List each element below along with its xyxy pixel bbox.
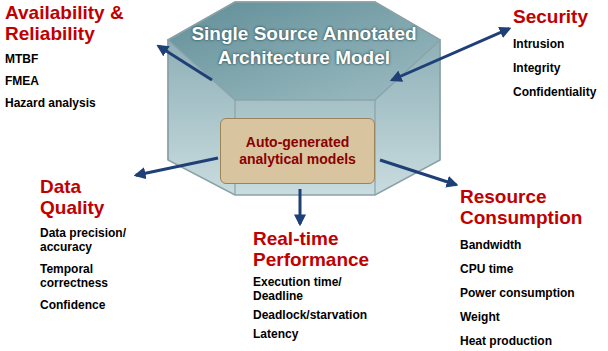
category-item: Intrusion [513, 37, 605, 51]
category-heading: Real-time Performance [253, 228, 388, 270]
category-item: Hazard analysis [5, 96, 155, 110]
category-item: Confidence [40, 298, 132, 312]
category-item: MTBF [5, 52, 155, 66]
category-heading: Availability & Reliability [5, 2, 155, 44]
category-item: Data precision/ accuracy [40, 226, 132, 254]
category-item: Latency [253, 327, 388, 341]
quality-category: Data QualityData precision/ accuracyTemp… [40, 176, 132, 312]
category-item: Confidentiality [513, 85, 605, 99]
analysis-arrow [136, 158, 218, 175]
category-heading: Security [513, 6, 605, 27]
category-heading: Resource Consumption [460, 186, 600, 228]
category-item: Power consumption [460, 286, 600, 300]
quality-category: Availability & ReliabilityMTBF FMEA Hazard… [5, 2, 155, 110]
category-heading: Data Quality [40, 176, 132, 218]
category-item: CPU time [460, 262, 600, 276]
model-title: Single Source Annotated Architecture Mod… [190, 22, 418, 70]
category-item: Integrity [513, 61, 605, 75]
quality-category: Resource ConsumptionBandwidthCPU timePow… [460, 186, 600, 348]
box-label: Auto-generated analytical models [221, 130, 374, 172]
analytical-models-box: Auto-generated analytical models [220, 118, 375, 184]
analysis-arrow [380, 160, 456, 185]
quality-category: SecurityIntrusionIntegrityConfidentialit… [513, 6, 605, 99]
category-item: Heat production [460, 334, 600, 348]
architecture-model-prism: Single Source Annotated Architecture Mod… [168, 2, 440, 195]
analysis-arrow [299, 189, 302, 224]
analysis-arrow [158, 46, 212, 80]
category-item: Execution time/ Deadline [253, 275, 388, 303]
category-item: Temporal correctness [40, 262, 132, 290]
category-item: Deadlock/starvation [253, 308, 388, 322]
category-item: FMEA [5, 74, 155, 88]
category-item: Bandwidth [460, 238, 600, 252]
category-item: Weight [460, 310, 600, 324]
quality-category: Real-time PerformanceExecution time/ Dea… [253, 228, 388, 341]
